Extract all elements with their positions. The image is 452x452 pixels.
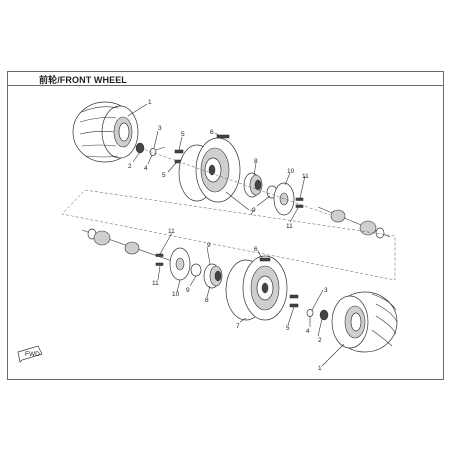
- callout-top-nut-a: 3: [158, 125, 162, 132]
- bottom-disc: [155, 247, 202, 281]
- callout-bot-nut-a: 3: [324, 287, 328, 294]
- callout-bot-bolt-c: 6: [254, 246, 258, 253]
- callout-top-stud-a: 11: [302, 173, 309, 180]
- callout-top-valve: 2: [128, 163, 132, 170]
- callout-bot-bolt-b: 5: [286, 325, 290, 332]
- top-hub: [243, 172, 263, 198]
- callout-top-disc: 10: [287, 168, 295, 175]
- callout-top-rim: 7: [250, 210, 254, 217]
- top-tire: [72, 101, 139, 163]
- assembly-guide-lines: [61, 147, 396, 281]
- top-disc: [266, 182, 304, 216]
- callout-top-washer: 9: [252, 207, 256, 214]
- top-rim: [178, 137, 241, 203]
- callout-bot-tire: 1: [318, 365, 322, 372]
- bottom-rim: [225, 255, 288, 321]
- bottom-bolts: [259, 257, 299, 308]
- callout-top-bolt-b: 5: [162, 172, 166, 179]
- top-valve-stem: [135, 142, 166, 156]
- callout-bot-nut-b: 4: [306, 328, 310, 335]
- leader-lines: [127, 103, 345, 367]
- callout-bot-stud-b: 11: [152, 280, 159, 287]
- callout-bot-washer: 9: [186, 287, 190, 294]
- callout-bot-stud-a: 11: [168, 228, 175, 235]
- bottom-valve-stem: [306, 309, 329, 321]
- callout-bot-valve: 2: [318, 337, 322, 344]
- callout-top-hub: 8: [254, 158, 258, 165]
- callout-numbers: 1 2 3 4 5 5 6 7 8 9 10 11 11 11 11 9 10 …: [128, 99, 328, 372]
- callout-bot-bolt-a: 8: [205, 297, 209, 304]
- callout-bot-hub: 9: [207, 242, 211, 249]
- top-drive-shaft: [317, 206, 391, 239]
- callout-top-bolt-a: 5: [181, 131, 185, 138]
- callout-top-stud-b: 11: [286, 223, 293, 230]
- callout-top-nut-b: 4: [144, 165, 148, 172]
- callout-top-bolt-c: 6: [210, 129, 214, 136]
- callout-top-tire: 1: [148, 99, 152, 106]
- fwd-direction-arrow: FWD: [17, 345, 43, 363]
- fwd-label: FWD: [25, 351, 40, 358]
- callout-bot-rim: 7: [236, 323, 240, 330]
- bottom-drive-shaft: [81, 228, 176, 263]
- bottom-hub: [203, 263, 223, 289]
- title-bar: 前轮/FRONT WHEEL: [8, 72, 443, 86]
- bottom-tire: [331, 291, 398, 353]
- callout-bot-disc: 10: [172, 291, 180, 298]
- diagram-title: 前轮/FRONT WHEEL: [39, 75, 127, 85]
